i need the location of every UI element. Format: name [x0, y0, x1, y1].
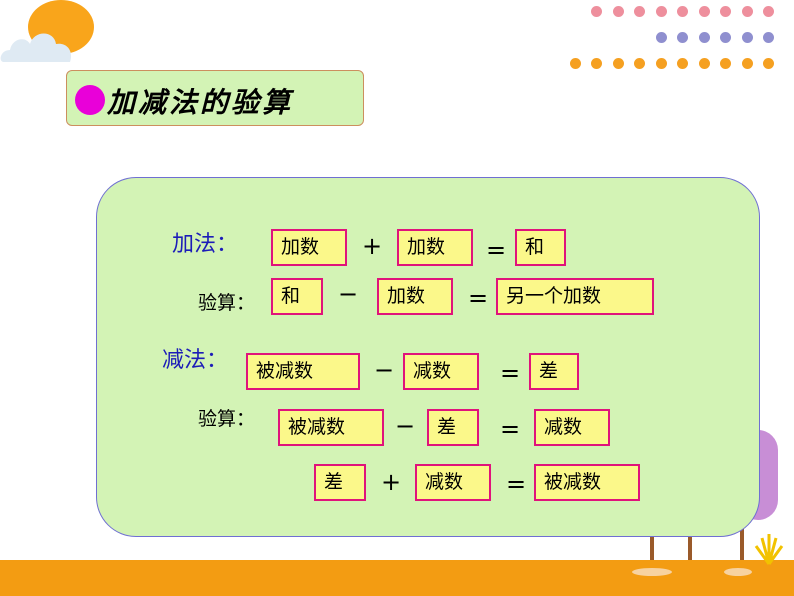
plus-sign: + — [362, 232, 383, 260]
grass-icon — [754, 534, 784, 565]
ground-shadow — [632, 568, 672, 576]
addend-box: 加数 — [377, 278, 453, 315]
sum-box: 和 — [515, 229, 566, 266]
minus-sign: − — [374, 356, 395, 384]
addend-box: 加数 — [397, 229, 473, 266]
subtraction-label: 减法： — [162, 348, 229, 373]
minuend-box: 被减数 — [534, 464, 640, 501]
title-banner: 加减法的验算 — [66, 70, 364, 126]
minuend-box: 被减数 — [246, 353, 360, 390]
ground-strip — [0, 560, 794, 596]
other-addend-box: 另一个加数 — [496, 278, 654, 315]
ground-shadow — [724, 568, 752, 576]
minus-sign: − — [338, 280, 359, 308]
addition-label: 加法： — [172, 232, 239, 257]
minuend-box: 被减数 — [278, 409, 384, 446]
subtrahend-box: 减数 — [534, 409, 610, 446]
minus-sign: − — [395, 412, 416, 440]
equals-sign: = — [506, 470, 527, 498]
equals-sign: = — [500, 415, 521, 443]
equals-sign: = — [486, 236, 507, 264]
equals-sign: = — [500, 359, 521, 387]
tree-trunk — [688, 530, 692, 560]
tree-trunk — [650, 530, 654, 572]
difference-box: 差 — [314, 464, 366, 501]
difference-box: 差 — [529, 353, 579, 390]
tree-trunk — [740, 500, 744, 570]
subtrahend-box: 减数 — [415, 464, 491, 501]
check-label: 验算： — [198, 292, 256, 314]
title-bullet-icon — [75, 85, 105, 115]
check-label: 验算： — [198, 408, 256, 430]
dot-row-orange — [569, 58, 774, 69]
dot-row-pink — [591, 6, 774, 17]
difference-box: 差 — [427, 409, 479, 446]
plus-sign: + — [381, 468, 402, 496]
subtrahend-box: 减数 — [403, 353, 479, 390]
page-title: 加减法的验算 — [107, 86, 294, 119]
equals-sign: = — [468, 284, 489, 312]
addend-box: 加数 — [271, 229, 347, 266]
cloud-decoration — [0, 33, 72, 62]
sum-box: 和 — [271, 278, 323, 315]
dot-row-purple — [655, 32, 774, 43]
